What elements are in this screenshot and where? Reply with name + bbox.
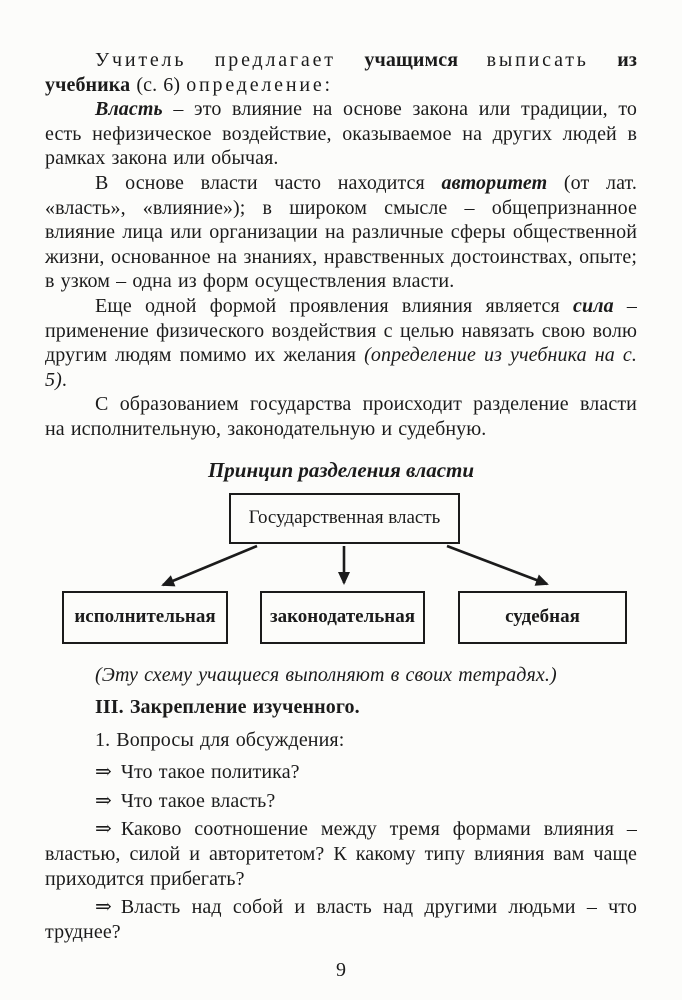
intro-spaced-text: определение:	[186, 73, 333, 96]
diagram-root-box: Государственная власть	[229, 492, 460, 544]
authority-lead-text: В основе власти часто находится	[95, 171, 442, 194]
term-force: сила	[573, 294, 614, 317]
diagram-branch-judicial: судебная	[458, 590, 627, 644]
intro-plain-text: (с. 6)	[130, 73, 187, 96]
question-text: Что такое власть?	[120, 789, 276, 812]
separation-of-powers-diagram: Государственная власть исполнительная за…	[45, 492, 637, 645]
double-arrow-icon: ⇒	[95, 818, 112, 841]
diagram-branch-executive: исполнительная	[62, 590, 228, 644]
intro-bold-text: учащимся	[364, 49, 459, 71]
intro-spaced-text: Учитель предлагает	[95, 49, 365, 71]
state-paragraph: С образованием государства происходит ра…	[45, 392, 637, 441]
authority-rest-text: (от лат. «власть», «влияние»); в широком…	[45, 171, 637, 293]
definition-force-paragraph: Еще одной формой проявления влияния явля…	[45, 294, 637, 392]
question-item: ⇒Каково соотношение между тремя формами …	[45, 817, 637, 891]
question-item: ⇒ Что такое политика?	[45, 760, 637, 785]
intro-bold-text: из учебника	[45, 49, 637, 96]
definition-power-paragraph: Власть – это влияние на основе закона ил…	[45, 97, 637, 171]
question-text: Что такое политика?	[120, 761, 300, 784]
textbook-reference: (определение из учебника на с. 5)	[45, 344, 637, 391]
arrow-to-executive	[161, 544, 258, 586]
force-period: .	[61, 368, 67, 391]
intro-paragraph: Учитель предлагает учащимся выписать из …	[45, 48, 637, 97]
intro-spaced-text: выписать	[458, 49, 618, 71]
definition-authority-paragraph: В основе власти часто находится авторите…	[45, 171, 637, 294]
state-text: С образованием государства происходит ра…	[45, 393, 637, 440]
diagram-branch-legislative: законодательная	[260, 590, 425, 644]
diagram-title: Принцип разделения власти	[207, 457, 475, 482]
force-rest-text: – применение физического воздействия с ц…	[45, 294, 637, 367]
question-text: Власть над собой и власть над другими лю…	[45, 896, 637, 943]
question-item: ⇒ Что такое власть?	[45, 789, 637, 814]
scheme-note-paragraph: (Эту схему учащиеся выполняют в своих те…	[95, 663, 557, 686]
section-heading: III. Закрепление изученного.	[95, 696, 360, 719]
term-authority: авторитет	[441, 171, 548, 194]
double-arrow-icon: ⇒	[95, 761, 112, 784]
question-text: Каково соотношение между тремя формами в…	[45, 818, 637, 890]
force-lead-text: Еще одной формой проявления влияния явля…	[95, 294, 574, 317]
arrow-to-judicial	[446, 544, 549, 586]
double-arrow-icon: ⇒	[95, 896, 112, 919]
definition-power-text: – это влияние на основе закона или тради…	[45, 98, 637, 170]
question-item: ⇒Власть над собой и власть над другими л…	[45, 895, 637, 944]
term-power: Власть	[95, 98, 163, 121]
list-heading: 1. Вопросы для обсуждения:	[95, 728, 345, 751]
double-arrow-icon: ⇒	[95, 789, 112, 812]
diagram-arrows	[161, 544, 549, 586]
page-number: 9	[336, 959, 346, 982]
